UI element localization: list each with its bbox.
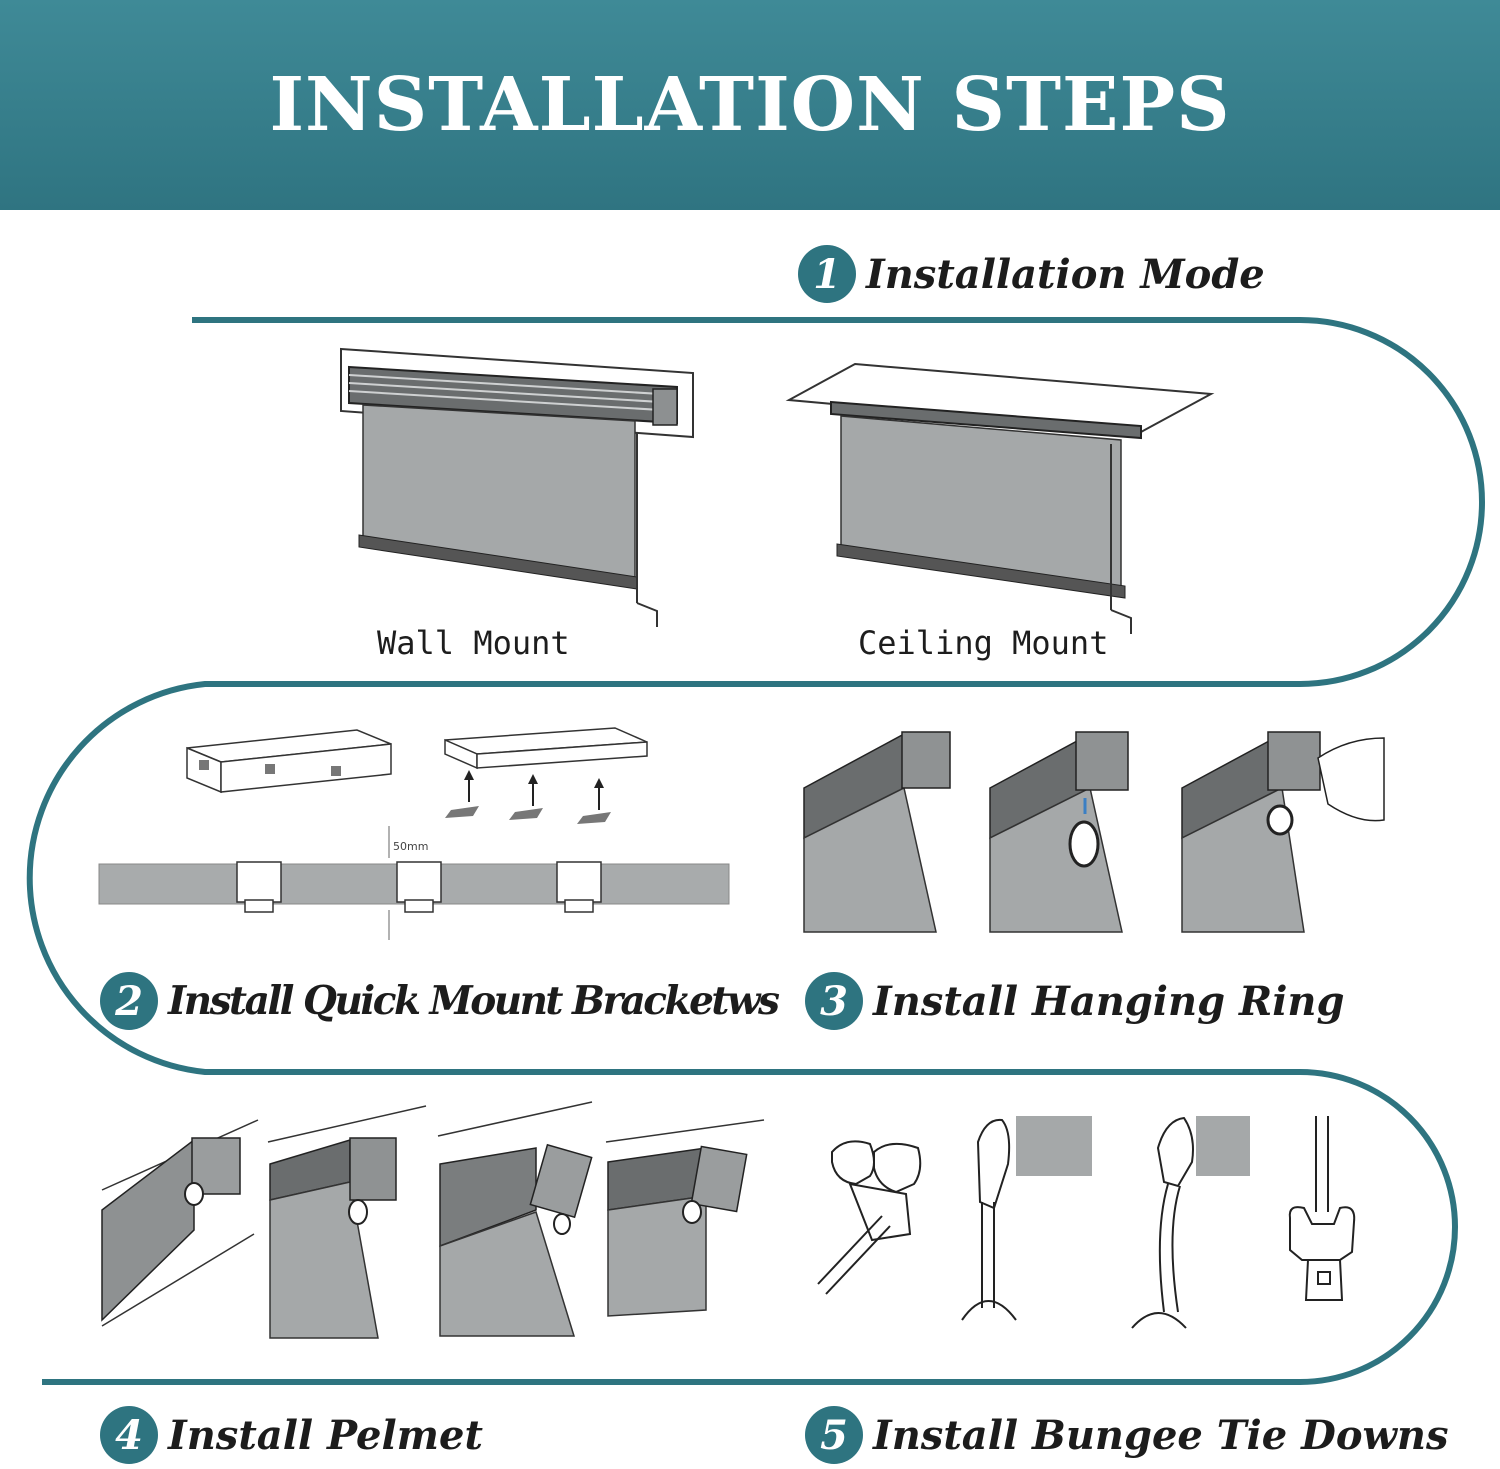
step-2-number-badge: 2	[100, 972, 158, 1030]
step-1-title: 1 Installation Mode	[798, 245, 1265, 303]
step-2-title: 2 Install Quick Mount Bracketws	[100, 972, 780, 1030]
step-5-title: 5 Install Bungee Tie Downs	[805, 1406, 1449, 1464]
step-4-number-badge: 4	[100, 1406, 158, 1464]
step-5-label: Install Bungee Tie Downs	[873, 1411, 1449, 1459]
ceiling-mount-caption: Ceiling Mount	[858, 624, 1109, 662]
page-title: INSTALLATION STEPS	[269, 62, 1231, 148]
bungee-tie-down-illustrations	[817, 1116, 1356, 1329]
step-5-number-badge: 5	[805, 1406, 863, 1464]
quick-mount-bracket-diagram: 50mm	[98, 727, 730, 940]
wall-mount-illustration	[340, 347, 694, 627]
step-4-label: Install Pelmet	[168, 1411, 483, 1459]
step-2-label: Install Quick Mount Bracketws	[168, 978, 780, 1024]
hanging-ring-illustrations	[803, 731, 1385, 933]
step-1-label: Installation Mode	[866, 250, 1265, 298]
header-banner: INSTALLATION STEPS	[0, 0, 1500, 210]
pelmet-illustrations	[101, 1101, 765, 1339]
step-4-title: 4 Install Pelmet	[100, 1406, 483, 1464]
step-1-number-badge: 1	[798, 245, 856, 303]
step-3-title: 3 Install Hanging Ring	[805, 972, 1344, 1030]
step-3-label: Install Hanging Ring	[873, 977, 1345, 1025]
step-3-number-badge: 3	[805, 972, 863, 1030]
wall-mount-caption: Wall Mount	[377, 624, 570, 662]
bracket-spacing-label: 50mm	[393, 840, 428, 853]
ceiling-mount-illustration	[785, 362, 1215, 634]
